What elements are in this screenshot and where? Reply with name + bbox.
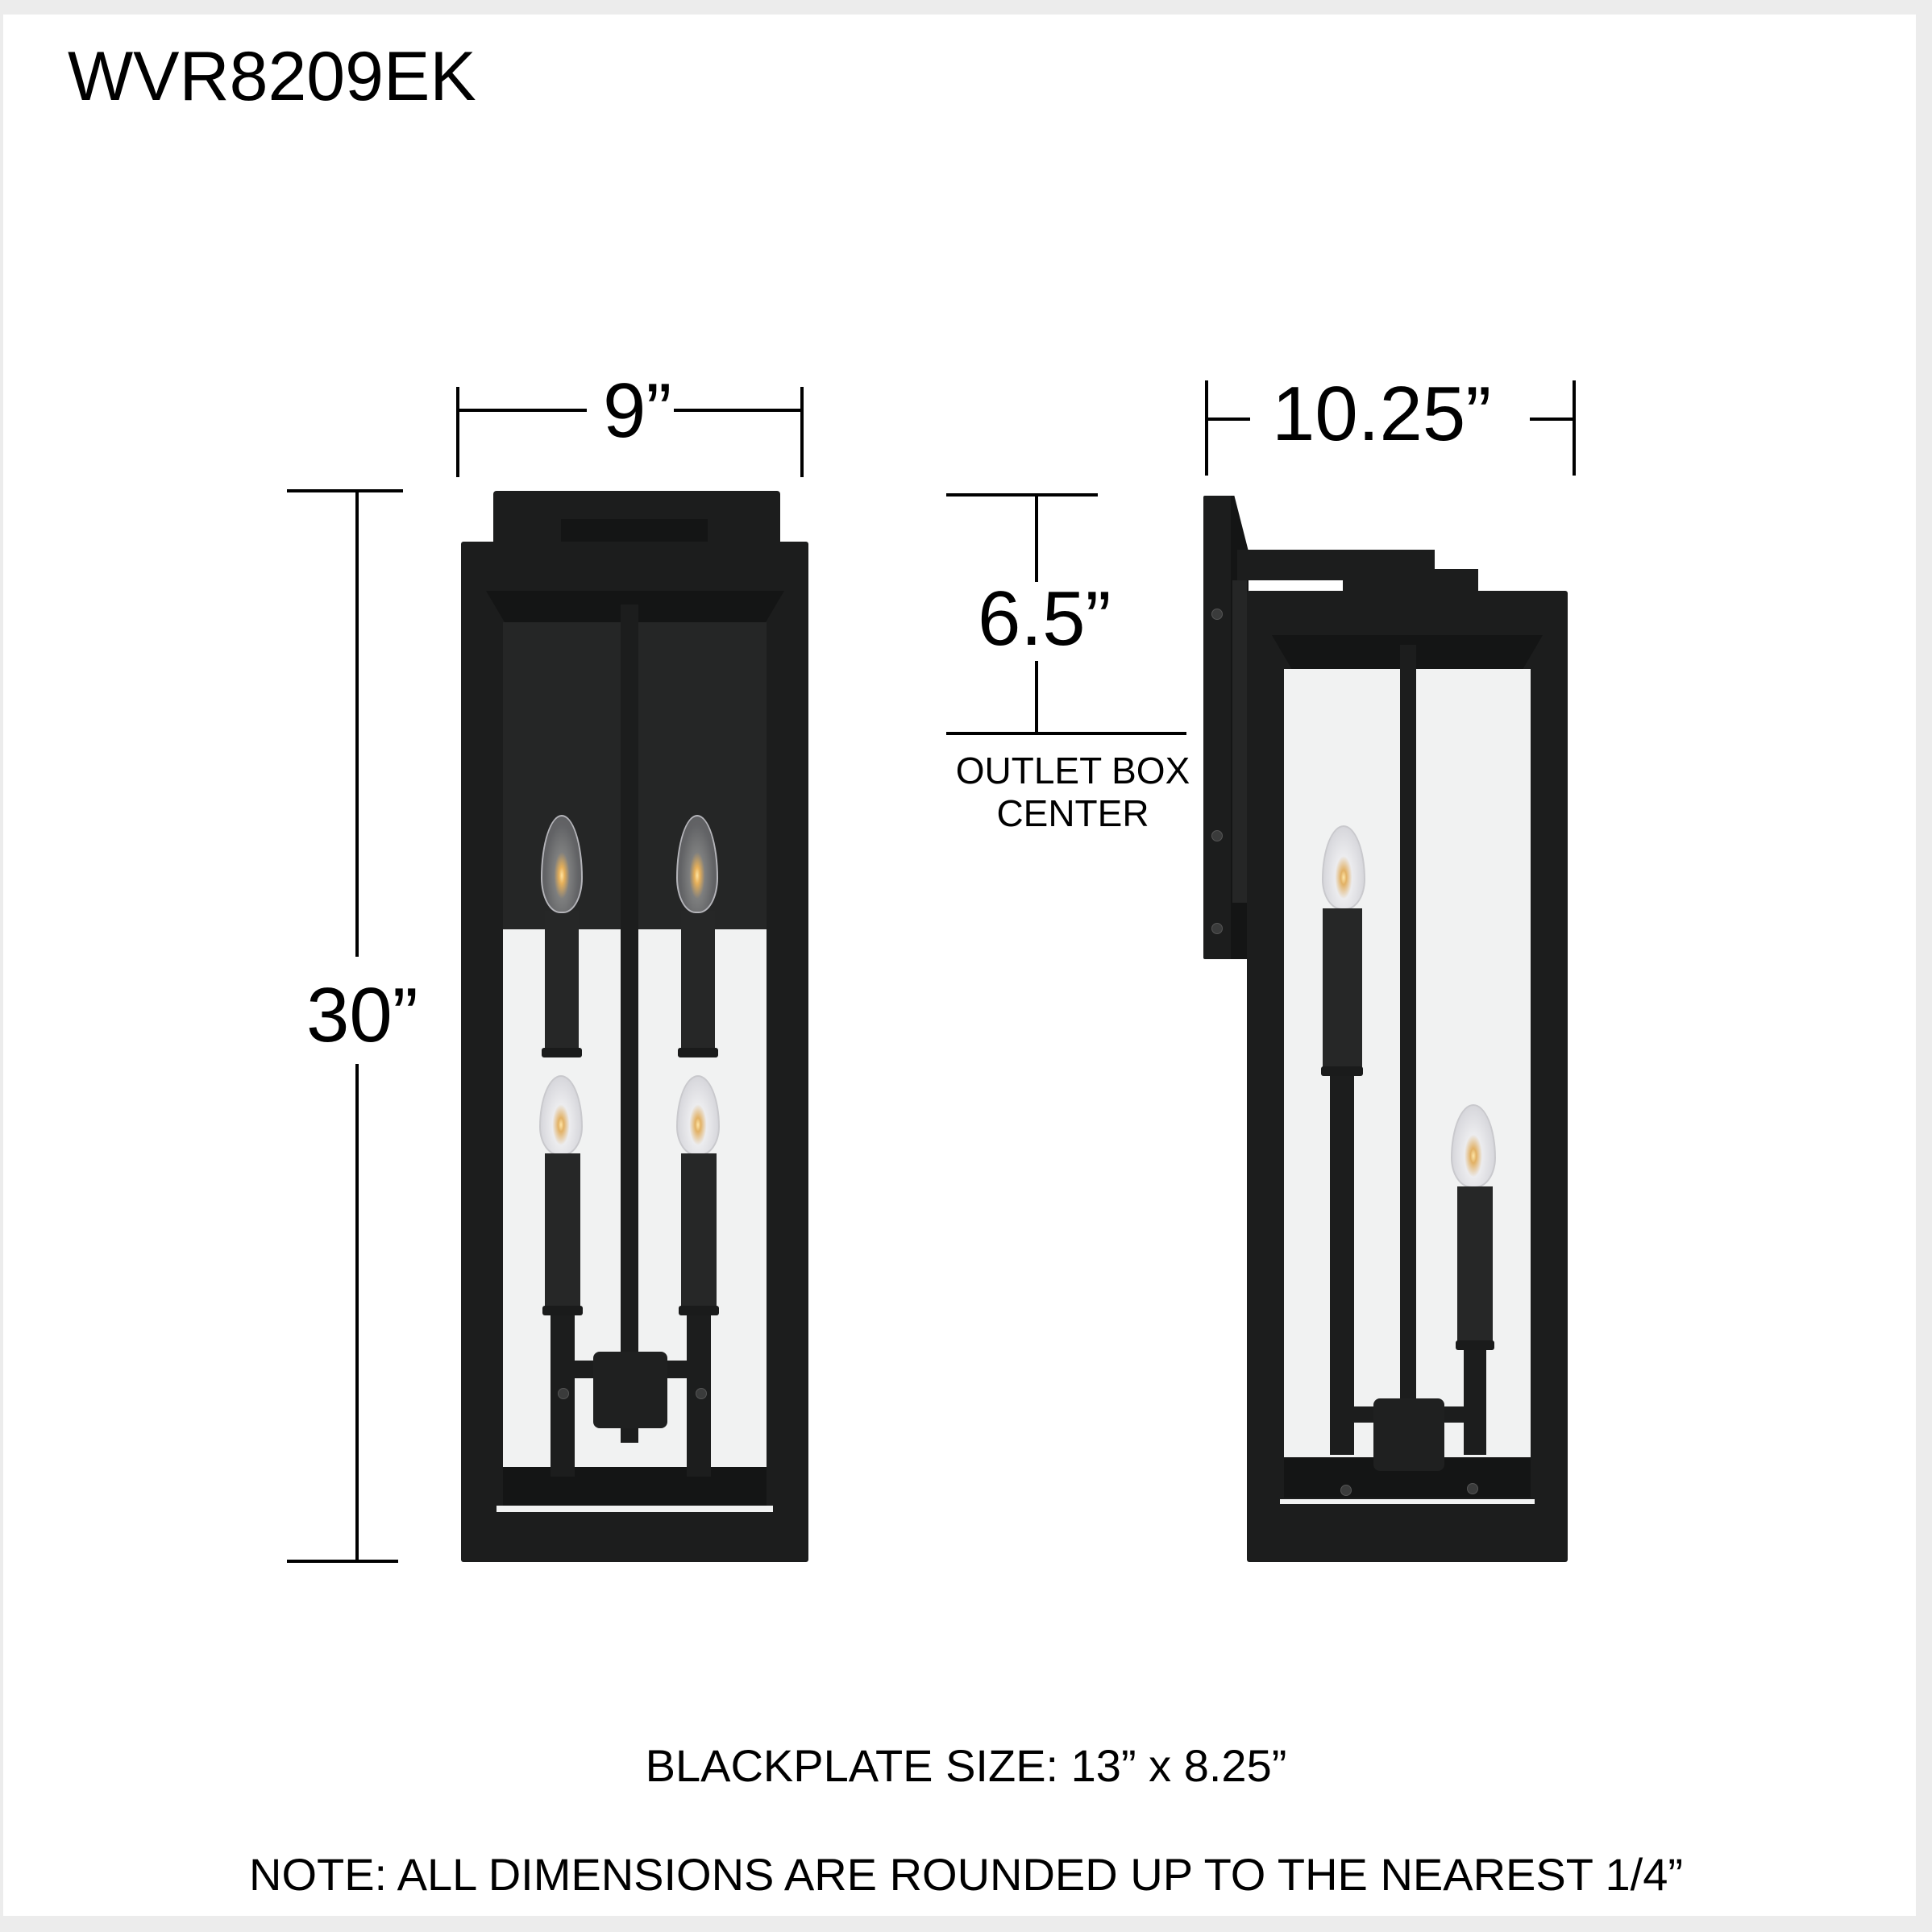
outlet-caption-line2: CENTER (996, 791, 1149, 834)
candle-hub (593, 1352, 667, 1428)
dim-tick-right (1573, 380, 1576, 476)
tall-candle (1323, 908, 1362, 1070)
cap-plate (561, 519, 708, 545)
dim-line-bottom (355, 1064, 359, 1561)
upper-candle-ring-left (542, 1048, 582, 1057)
short-candle (1457, 1186, 1493, 1344)
screw-icon (1467, 1483, 1478, 1494)
backplate-rail (1232, 580, 1247, 903)
center-rod (621, 605, 638, 1443)
outlet-caption: OUTLET BOX CENTER (945, 750, 1201, 835)
side-depth-label: 10.25” (1272, 371, 1492, 457)
lower-candle-ring-left (542, 1306, 583, 1315)
dim-tick-top (946, 493, 1098, 497)
bracket-arm-lower (1343, 569, 1478, 593)
front-width-label: 9” (603, 368, 672, 454)
dim-line-left (458, 409, 587, 412)
dim-tick-bottom (946, 732, 1186, 735)
bulb-icon (676, 815, 718, 913)
screw-icon (696, 1388, 707, 1399)
dim-tick-left (456, 387, 459, 477)
dim-tick-bottom (287, 1560, 398, 1563)
short-candle-stem (1464, 1350, 1486, 1455)
candle-hub (1373, 1398, 1444, 1471)
center-rod (1400, 645, 1416, 1435)
lower-candle-ring-right (679, 1306, 719, 1315)
backplate-size-text: BLACKPLATE SIZE: 13” x 8.25” (645, 1740, 1287, 1791)
outlet-offset-label: 6.5” (978, 575, 1111, 662)
lower-candle-left (545, 1153, 580, 1308)
bottom-gap (1280, 1499, 1535, 1504)
tall-candle-stem (1330, 1076, 1354, 1455)
spec-sheet (3, 15, 1916, 1916)
dim-line-left (1207, 418, 1250, 421)
bulb-icon (541, 815, 583, 913)
model-number-title: WVR8209EK (68, 38, 476, 115)
dim-line-top (355, 491, 359, 957)
screw-icon (1340, 1485, 1352, 1496)
bottom-gap (497, 1506, 773, 1512)
upper-candle-right (681, 911, 715, 1056)
screw-icon (1211, 923, 1223, 934)
screw-icon (1211, 609, 1223, 620)
bottom-tray (503, 1467, 767, 1507)
dim-line-right (674, 409, 802, 412)
dim-tick-top (287, 489, 403, 492)
bulb-icon (1322, 825, 1365, 910)
bulb-icon (676, 1075, 720, 1156)
screw-icon (1211, 830, 1223, 841)
bulb-icon (1451, 1104, 1496, 1188)
wall-backplate (1203, 496, 1232, 959)
dim-line-bottom (1035, 661, 1038, 733)
short-candle-ring (1456, 1340, 1494, 1350)
dim-tick-right (800, 387, 804, 477)
screw-icon (558, 1388, 569, 1399)
dim-line-right (1530, 418, 1574, 421)
dim-tick-left (1205, 380, 1208, 476)
front-height-label: 30” (306, 972, 418, 1058)
dimensions-note: NOTE: ALL DIMENSIONS ARE ROUNDED UP TO T… (249, 1849, 1683, 1900)
dim-line-top (1035, 495, 1038, 582)
upper-candle-left (545, 911, 579, 1056)
upper-candle-ring-right (678, 1048, 718, 1057)
tall-candle-ring (1321, 1066, 1363, 1076)
outlet-caption-line1: OUTLET BOX (955, 750, 1190, 791)
lower-candle-right (681, 1153, 717, 1308)
